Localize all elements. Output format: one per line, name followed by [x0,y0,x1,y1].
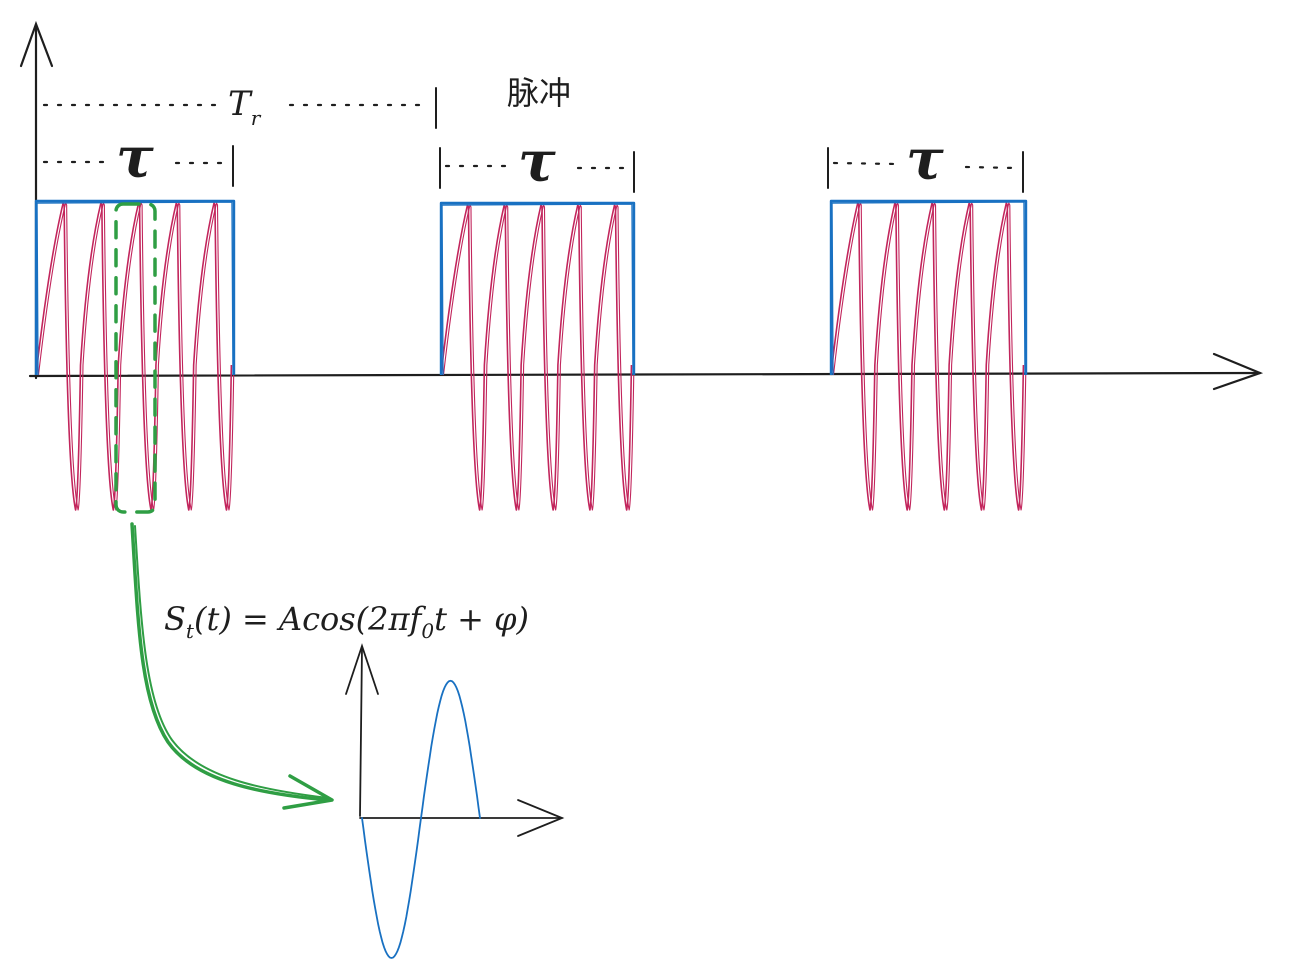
highlight-dashed-box [114,202,157,514]
tau-dimension-3-dots-left [832,161,898,166]
x-axis-arrowhead [1212,352,1264,391]
pulse-envelope-1 [34,199,236,375]
zoom-y-axis-arrowhead [345,643,379,695]
y-axis-arrowhead [19,20,54,68]
carrier-formula: St(t) = Acos(2πf0t + φ) [164,600,530,643]
highlight-group [114,202,334,810]
zoom-cosine-wave [361,679,481,959]
pulse-envelope-3-overstroke [831,201,1026,376]
zoom-x-axis-arrowhead [517,799,565,837]
formula-lhs: S [164,600,186,638]
carrier-wave-pulse-3 [830,202,1025,511]
carrier-wave-pulse-1 [35,202,233,511]
pulse-envelope-2-overstroke [441,203,634,376]
tau-label-2: τ [518,129,556,195]
pulse-title: 脉冲 [507,74,572,112]
tau-label-3: τ [906,127,944,193]
carrier-wave-pulse-3-overstroke [832,202,1027,511]
pulse-envelope-2 [439,201,636,375]
zoom-arrow-curve [130,522,330,802]
dimension-lines [42,87,1024,193]
carrier-waves [35,202,1027,511]
tr-label-main: T [228,84,251,124]
tr-label: Tr [228,84,260,130]
zoom-y-axis [359,647,363,817]
tr-label-sub: r [250,106,261,130]
formula-middle: (t) = Acos(2πf [193,600,422,638]
formula-lhs-sub: t [185,619,194,643]
tau-label-1: τ [116,125,154,191]
x-axis [28,371,1262,378]
zoom-arrowhead [282,774,334,810]
carrier-wave-pulse-2 [440,204,633,511]
zoom-plot [345,643,565,959]
pulse-envelopes [34,199,1028,376]
zoom-arrow-curve-second-stroke [134,525,329,799]
carrier-wave-pulse-2-overstroke [442,204,635,511]
carrier-wave-pulse-1-overstroke [37,202,235,511]
formula-f-sub: 0 [421,619,435,643]
main-axes [19,20,1264,391]
tau-dimension-3-dots-right [964,165,1018,170]
pulse-envelope-3 [829,199,1028,375]
formula-rhs: t + φ) [434,600,530,638]
